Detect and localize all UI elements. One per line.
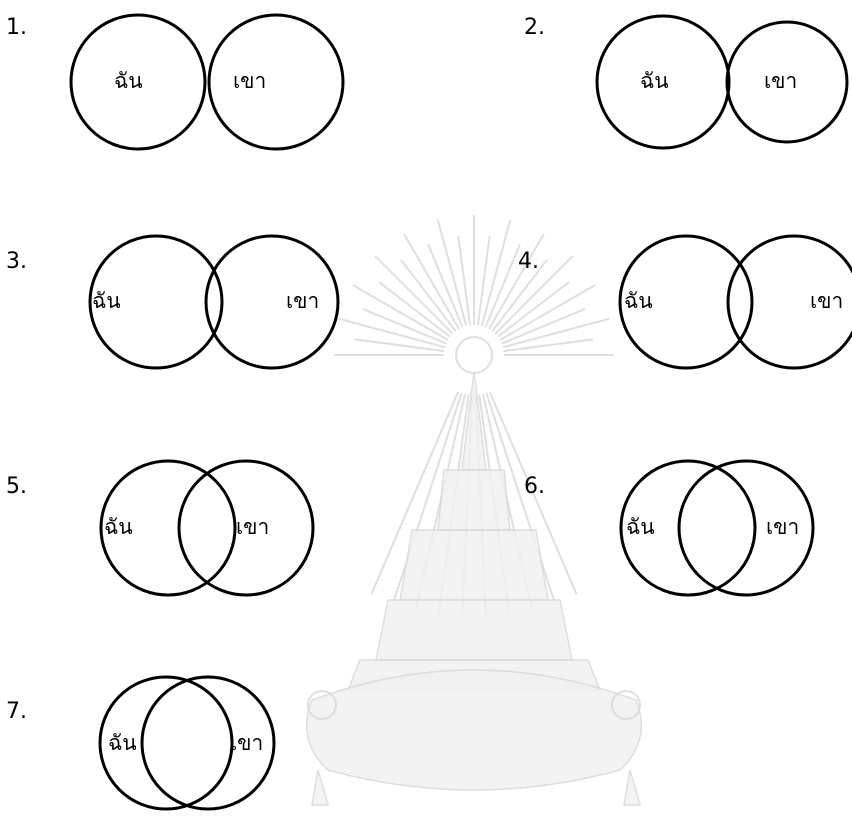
sun-ray bbox=[374, 255, 454, 335]
diagram-number: 5. bbox=[6, 474, 27, 499]
label-them: เขา bbox=[286, 289, 319, 313]
diagram-7: 7. ฉัน เขา bbox=[6, 675, 276, 811]
sun-ray bbox=[484, 243, 521, 328]
label-me: ฉัน bbox=[114, 69, 143, 93]
circle-them bbox=[204, 234, 340, 370]
label-me: ฉัน bbox=[104, 515, 133, 539]
diagram-6: 6. ฉัน เขา bbox=[524, 459, 815, 597]
tassel-left bbox=[311, 769, 329, 806]
diagram-number: 6. bbox=[524, 474, 545, 499]
circle-me bbox=[99, 459, 237, 597]
sun-ray bbox=[476, 235, 491, 326]
circle-me bbox=[595, 14, 731, 150]
circle-me bbox=[98, 675, 234, 811]
sun-ray bbox=[352, 284, 449, 341]
diagram-number: 1. bbox=[6, 15, 27, 40]
label-them: เขา bbox=[230, 731, 263, 755]
sun-ray bbox=[378, 281, 451, 338]
label-them: เขา bbox=[233, 69, 266, 93]
sun-ray bbox=[485, 392, 556, 603]
sun-ray bbox=[491, 259, 548, 332]
sun-ray bbox=[480, 219, 512, 327]
circle-them bbox=[177, 459, 315, 597]
sun-ray bbox=[501, 308, 586, 345]
diagram-2: 2. ฉัน เขา bbox=[524, 14, 849, 150]
sun-ray bbox=[338, 317, 446, 349]
sun-ray bbox=[488, 233, 545, 330]
sun-ray bbox=[427, 243, 464, 328]
circle-them bbox=[726, 234, 852, 370]
sun-ray bbox=[503, 338, 594, 353]
sun-ray bbox=[370, 391, 460, 595]
circle-them bbox=[677, 459, 815, 597]
circle-them bbox=[725, 20, 849, 144]
sun-ray bbox=[502, 317, 610, 349]
cushion-scroll-left bbox=[307, 690, 337, 720]
sun-ray bbox=[400, 259, 457, 332]
emblem-cushion bbox=[305, 669, 643, 791]
sun-ray bbox=[497, 281, 570, 338]
label-me: ฉัน bbox=[108, 731, 137, 755]
label-me: ฉัน bbox=[92, 289, 121, 313]
cushion-scroll-right bbox=[611, 690, 641, 720]
diagram-1: 1. ฉัน เขา bbox=[6, 13, 345, 151]
sun-ray bbox=[499, 284, 596, 341]
circle-me bbox=[88, 234, 224, 370]
label-me: ฉัน bbox=[640, 69, 669, 93]
diagram-number: 3. bbox=[6, 249, 27, 274]
diagram-5: 5. ฉัน เขา bbox=[6, 459, 315, 597]
label-me: ฉัน bbox=[626, 515, 655, 539]
sun-ray bbox=[392, 392, 463, 603]
sun-ray bbox=[354, 338, 445, 353]
pagoda-tier-2 bbox=[399, 529, 549, 601]
tassel-right bbox=[623, 769, 641, 806]
pagoda-tier-3 bbox=[375, 599, 573, 661]
circle-me bbox=[618, 234, 754, 370]
diagram-4: 4. ฉัน เขา bbox=[518, 234, 852, 370]
sun-ray bbox=[457, 235, 472, 326]
label-them: เขา bbox=[236, 515, 269, 539]
diagram-number: 7. bbox=[6, 699, 27, 724]
pagoda-tier-1 bbox=[437, 469, 511, 531]
circle-me bbox=[69, 13, 207, 151]
label-them: เขา bbox=[766, 515, 799, 539]
label-them: เขา bbox=[764, 69, 797, 93]
circle-me bbox=[619, 459, 757, 597]
label-them: เขา bbox=[810, 289, 843, 313]
label-me: ฉัน bbox=[624, 289, 653, 313]
sun-ray bbox=[494, 255, 574, 335]
sun-ray bbox=[362, 308, 447, 345]
circle-them bbox=[207, 13, 345, 151]
diagram-number: 2. bbox=[524, 15, 545, 40]
sun-ray bbox=[488, 391, 578, 595]
emblem-watermark bbox=[305, 215, 643, 806]
circle-them bbox=[140, 675, 276, 811]
sun-ray bbox=[403, 233, 460, 330]
sun-ray bbox=[436, 219, 468, 327]
diagram-3: 3. ฉัน เขา bbox=[6, 234, 340, 370]
diagram-number: 4. bbox=[518, 249, 539, 274]
sun-disc bbox=[455, 336, 493, 374]
